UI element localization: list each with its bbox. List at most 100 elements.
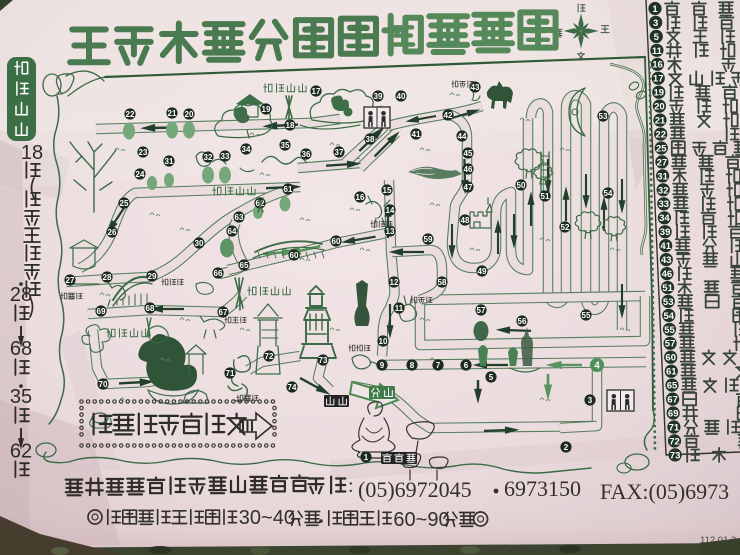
svg-text:46: 46 (464, 165, 473, 174)
svg-text:45: 45 (464, 149, 473, 158)
svg-text:17: 17 (653, 74, 664, 85)
svg-text:39: 39 (660, 227, 671, 238)
svg-text:14: 14 (386, 206, 395, 215)
svg-text:4: 4 (594, 361, 600, 372)
svg-text:5: 5 (654, 32, 660, 43)
svg-text:33: 33 (659, 199, 670, 210)
svg-text:69: 69 (668, 409, 679, 420)
svg-text:19: 19 (654, 88, 665, 99)
svg-text:25: 25 (656, 143, 667, 154)
svg-text:57: 57 (665, 339, 676, 350)
svg-text:25: 25 (120, 199, 129, 208)
svg-text:60: 60 (332, 237, 341, 246)
svg-text:56: 56 (518, 317, 527, 326)
svg-text::: : (348, 475, 354, 497)
svg-text:16: 16 (356, 193, 365, 202)
svg-text:73: 73 (319, 356, 328, 365)
svg-text:22: 22 (655, 130, 666, 141)
svg-text:35: 35 (10, 386, 32, 408)
svg-text:41: 41 (412, 130, 421, 139)
svg-text:20: 20 (185, 110, 194, 119)
svg-text:58: 58 (438, 278, 447, 287)
svg-text:70: 70 (99, 380, 108, 389)
svg-text:54: 54 (664, 311, 675, 322)
svg-text:11: 11 (395, 304, 404, 313)
svg-text:FAX:(05)6973: FAX:(05)6973 (600, 479, 729, 504)
svg-text:71: 71 (669, 422, 680, 433)
svg-text:62: 62 (10, 440, 32, 462)
svg-text:18: 18 (286, 121, 295, 130)
svg-text:5: 5 (489, 373, 494, 382)
svg-text:46: 46 (662, 269, 673, 280)
svg-text:16: 16 (652, 60, 663, 71)
svg-text:112.01.3: 112.01.3 (700, 535, 736, 546)
svg-text:32: 32 (658, 185, 669, 196)
svg-text:67: 67 (219, 308, 228, 317)
svg-text:19: 19 (262, 105, 271, 114)
svg-text:38: 38 (366, 135, 375, 144)
svg-text:27: 27 (657, 157, 668, 168)
svg-text:60: 60 (290, 251, 299, 260)
svg-text:22: 22 (126, 110, 135, 119)
svg-text:30: 30 (195, 239, 204, 248)
svg-text:61: 61 (284, 185, 293, 194)
svg-text:(05)6972045: (05)6972045 (358, 477, 472, 502)
svg-text:53: 53 (663, 297, 674, 308)
svg-text:23: 23 (139, 148, 148, 157)
svg-text:6973150: 6973150 (504, 476, 581, 501)
svg-text:13: 13 (386, 227, 395, 236)
svg-text:1: 1 (652, 4, 658, 15)
svg-text:51: 51 (662, 283, 673, 294)
svg-text:55: 55 (664, 325, 675, 336)
svg-text:32: 32 (204, 153, 213, 162)
svg-text:10: 10 (379, 337, 388, 346)
svg-text:40: 40 (397, 92, 406, 101)
svg-text:71: 71 (226, 369, 235, 378)
svg-text:51: 51 (541, 192, 550, 201)
svg-text:12: 12 (390, 278, 399, 287)
svg-text:30~40: 30~40 (239, 507, 295, 529)
svg-text:29: 29 (148, 272, 157, 281)
svg-text:20: 20 (654, 102, 665, 113)
svg-text:52: 52 (561, 223, 570, 232)
svg-text:44: 44 (458, 132, 467, 141)
svg-text:67: 67 (667, 395, 678, 406)
svg-text:6: 6 (464, 361, 469, 370)
svg-text:43: 43 (661, 255, 672, 266)
svg-text:18: 18 (21, 142, 43, 164)
svg-text:73: 73 (670, 450, 681, 461)
svg-text:60: 60 (665, 353, 676, 364)
svg-text:49: 49 (478, 267, 487, 276)
svg-text:7: 7 (436, 361, 441, 370)
svg-text:61: 61 (666, 367, 677, 378)
svg-text:42: 42 (444, 111, 453, 120)
svg-text:28: 28 (10, 284, 32, 306)
svg-text:63: 63 (235, 213, 244, 222)
svg-text:34: 34 (659, 213, 670, 224)
svg-text:15: 15 (383, 186, 392, 195)
svg-text:55: 55 (582, 311, 591, 320)
svg-text:31: 31 (657, 171, 668, 182)
svg-text:50: 50 (517, 181, 526, 190)
svg-text:65: 65 (667, 381, 678, 392)
svg-text:27: 27 (66, 276, 75, 285)
svg-text:53: 53 (599, 112, 608, 121)
svg-text:17: 17 (312, 87, 321, 96)
svg-text:39: 39 (374, 92, 383, 101)
svg-text:47: 47 (464, 183, 473, 192)
svg-text:65: 65 (240, 261, 249, 270)
svg-text:68: 68 (146, 304, 155, 313)
svg-text:24: 24 (136, 170, 145, 179)
svg-text:33: 33 (221, 152, 230, 161)
svg-text:59: 59 (424, 235, 433, 244)
svg-text:37: 37 (335, 148, 344, 157)
svg-text:48: 48 (461, 216, 470, 225)
svg-text:69: 69 (97, 307, 106, 316)
svg-text:60~90: 60~90 (393, 509, 449, 531)
svg-text:36: 36 (302, 150, 311, 159)
svg-text:9: 9 (380, 361, 385, 370)
svg-text:1: 1 (364, 453, 369, 462)
svg-text:21: 21 (168, 109, 177, 118)
svg-text:31: 31 (165, 157, 174, 166)
svg-text:26: 26 (108, 228, 117, 237)
